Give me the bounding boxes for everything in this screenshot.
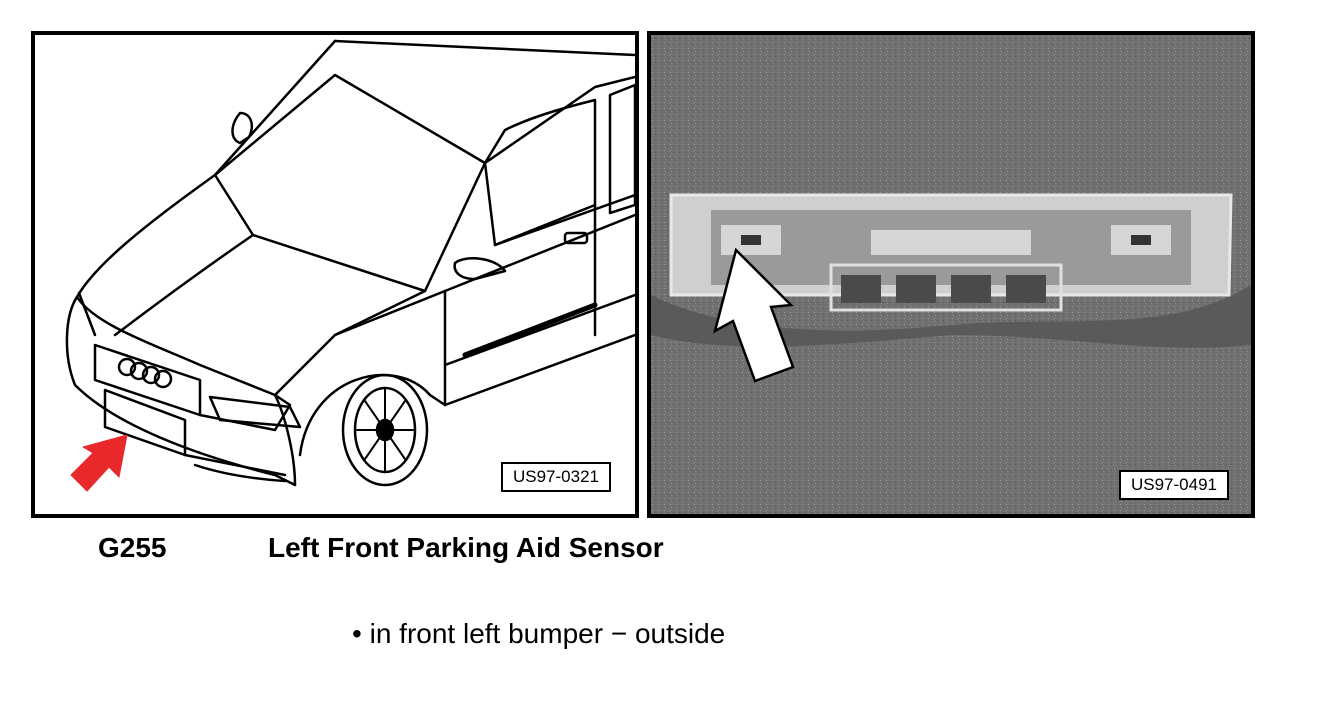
car-line-drawing <box>65 39 635 492</box>
figure-reference-label: US97-0491 <box>1118 470 1229 500</box>
location-text: in front left bumper − outside <box>369 618 726 649</box>
pointer-arrow <box>70 434 128 492</box>
figure-reference-label: US97-0321 <box>500 462 611 492</box>
component-code: G255 <box>98 532 167 563</box>
car-line-drawing-panel: US97-0321 <box>31 31 639 518</box>
bumper-photo-panel: US97-0491 <box>647 31 1255 518</box>
component-name: Left Front Parking Aid Sensor <box>268 532 664 563</box>
bumper-photo <box>651 35 1251 514</box>
bullet: • <box>352 618 362 649</box>
location-note: • in front left bumper − outside <box>352 618 725 650</box>
pointer-arrow <box>713 247 795 383</box>
